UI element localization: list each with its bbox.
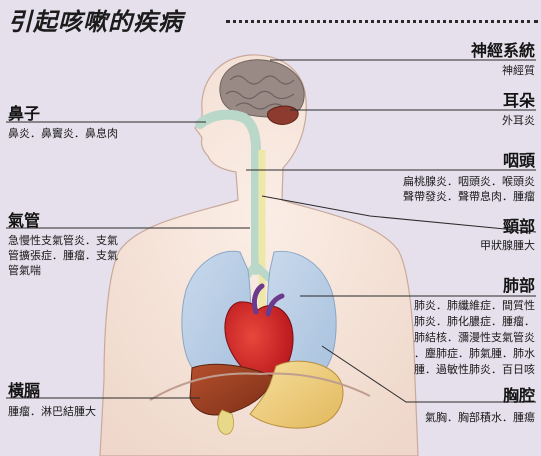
label-throat: 咽頭	[502, 151, 535, 170]
diaphragm-disease-0: 腫瘤．淋巴結腫大	[8, 405, 96, 418]
label-nervous: 神經系統	[470, 41, 535, 60]
cerebellum	[267, 105, 299, 125]
lungs-disease-4: 腫．過敏性肺炎．百日咳	[414, 363, 535, 376]
diaphragm-line	[149, 372, 371, 401]
leader-neck	[261, 195, 537, 233]
label-ear: 耳朵	[502, 91, 535, 110]
nervous-disease-0: 神經質	[502, 64, 535, 77]
page-title: 引起咳嗽的疾病	[8, 8, 183, 36]
label-lungs: 肺部	[502, 276, 535, 295]
lungs-disease-0: 肺炎．肺纖維症．間質性	[414, 299, 535, 312]
label-nose: 鼻子	[8, 104, 41, 123]
lungs-disease-2: 肺結核．瀰漫性支氣管炎	[414, 331, 535, 344]
nose-disease-0: 鼻炎．鼻竇炎．鼻息肉	[8, 127, 118, 140]
gallbladder	[217, 409, 234, 435]
lungs-disease-3: ．塵肺症．肺氣腫．肺水	[414, 347, 535, 360]
leader-lines	[6, 59, 537, 403]
ear-disease-0: 外耳炎	[502, 114, 535, 127]
brain-folds	[225, 75, 295, 110]
trachea-disease-0: 急慢性支氣管炎．支氣	[8, 234, 118, 247]
trachea-disease-2: 管氣喘	[8, 264, 41, 277]
throat-disease-0: 扁桃腺炎．咽頭炎．喉頭炎	[403, 175, 535, 188]
airway-tube	[195, 109, 261, 275]
label-neck: 頸部	[502, 217, 535, 236]
neck-disease-0: 甲狀腺腫大	[480, 239, 535, 252]
trachea-disease-1: 管擴張症．腫瘤．支氣	[8, 249, 118, 262]
label-chest: 胸腔	[502, 386, 535, 405]
lungs-disease-1: 肺炎．肺化膿症．腫瘤．	[414, 315, 535, 328]
throat-disease-1: 聲帶發炎．聲帶息肉．腫瘤	[403, 190, 535, 203]
chest-disease-0: 氣胸．胸部積水．腫瘍	[425, 411, 535, 424]
leader-chest	[321, 345, 536, 403]
label-trachea: 氣管	[8, 211, 41, 230]
heart-vessel	[251, 283, 285, 317]
title-dotted-rule	[226, 20, 538, 23]
label-diaphragm: 橫膈	[8, 381, 41, 400]
